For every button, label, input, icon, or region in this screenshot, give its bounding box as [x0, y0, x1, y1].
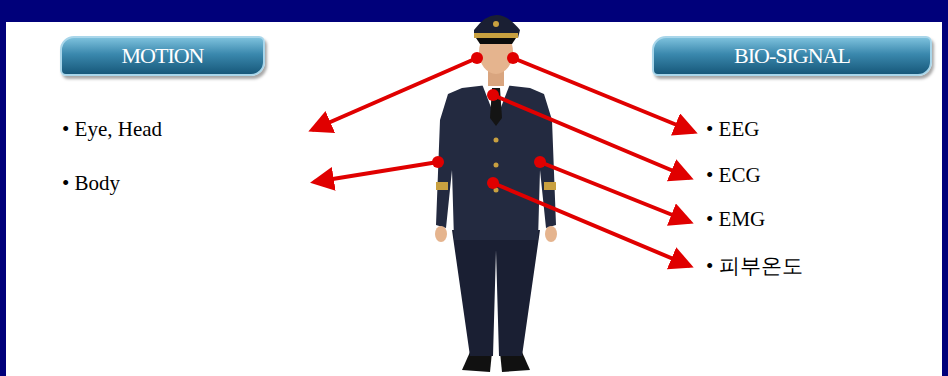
- leader-arrow: [314, 162, 438, 182]
- button: [494, 163, 499, 168]
- bullet-label: • Eye, Head: [62, 117, 162, 142]
- white-panel: [6, 22, 942, 376]
- bullet-label: • EMG: [706, 207, 765, 232]
- bullet-label: • ECG: [706, 163, 761, 188]
- header-text: MOTION: [122, 43, 204, 69]
- hand: [545, 226, 557, 242]
- jacket: [436, 84, 556, 240]
- sensor-dot: [487, 89, 499, 101]
- bullet-label: • 피부온도: [706, 252, 803, 280]
- sensor-dot: [487, 177, 499, 189]
- sensor-dot: [432, 156, 444, 168]
- leader-arrow: [493, 183, 690, 266]
- cap: [474, 15, 520, 38]
- leader-arrows: [312, 58, 694, 266]
- sensor-dot: [507, 52, 519, 64]
- leader-arrow: [493, 95, 690, 178]
- button: [494, 138, 499, 143]
- cuff-stripe: [544, 182, 556, 190]
- sensor-dot: [534, 156, 546, 168]
- bullet-label: • Body: [62, 171, 120, 196]
- cap-visor: [476, 38, 516, 44]
- header-text: BIO-SIGNAL: [734, 43, 850, 69]
- cap-band: [474, 33, 518, 38]
- bullet-label: • EEG: [706, 117, 759, 142]
- leader-arrow: [312, 58, 477, 130]
- trousers: [452, 230, 540, 356]
- hand: [435, 226, 447, 242]
- header-band: MOTION: [60, 36, 265, 76]
- cuff-stripe: [436, 182, 448, 190]
- cap-badge: [493, 21, 499, 27]
- sensor-points: [432, 52, 546, 189]
- sensor-dot: [471, 52, 483, 64]
- header-band: BIO-SIGNAL: [652, 36, 932, 76]
